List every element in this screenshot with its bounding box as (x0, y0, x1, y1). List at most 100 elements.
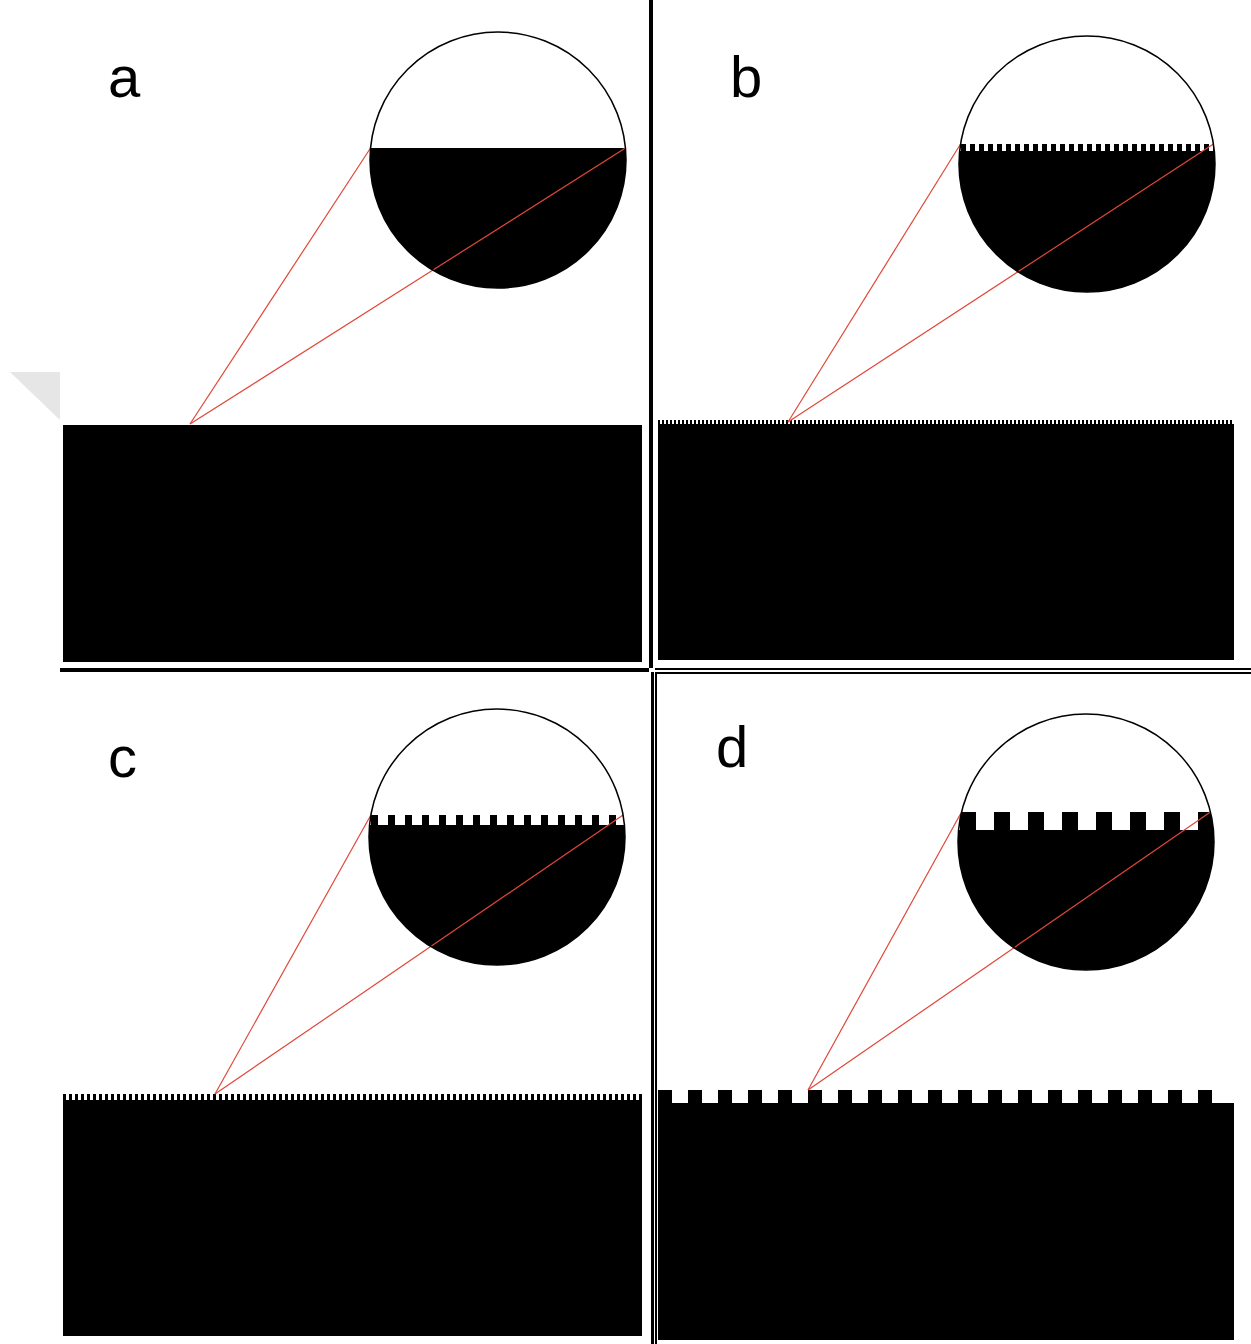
surface-tooth (171, 1094, 174, 1101)
surface-tooth (627, 1094, 630, 1101)
surface-tooth (1138, 1090, 1152, 1104)
surface-tooth (1018, 420, 1020, 425)
surface-tooth (726, 420, 728, 425)
surface-tooth (315, 1094, 318, 1101)
magnified-tooth (1195, 144, 1200, 152)
surface-tooth (195, 1094, 198, 1101)
surface-tooth (1010, 420, 1012, 425)
surface-tooth (105, 1094, 108, 1101)
magnified-block (958, 830, 1214, 972)
surface-tooth (974, 420, 976, 425)
surface-tooth (762, 420, 764, 425)
magnified-tooth (405, 815, 412, 826)
surface-tooth (1006, 420, 1008, 425)
surface-tooth (1142, 420, 1144, 425)
surface-tooth (970, 420, 972, 425)
surface-tooth (531, 1094, 534, 1101)
surface-tooth (615, 1094, 618, 1101)
surface-tooth (810, 420, 812, 425)
magnified-tooth (1069, 144, 1074, 152)
zoom-line (190, 148, 371, 424)
surface-tooth (207, 1094, 210, 1101)
surface-tooth (730, 420, 732, 425)
surface-tooth (1222, 420, 1224, 425)
divider (655, 672, 657, 1344)
surface-tooth (327, 1094, 330, 1101)
magnified-tooth (439, 815, 446, 826)
magnified-tooth (1168, 144, 1173, 152)
surface-tooth (718, 420, 720, 425)
surface-tooth (890, 420, 892, 425)
surface-tooth (670, 420, 672, 425)
magnified-tooth (1186, 144, 1191, 152)
divider (655, 672, 1251, 674)
surface-tooth (738, 420, 740, 425)
surface-tooth (1114, 420, 1116, 425)
surface-tooth (1126, 420, 1128, 425)
surface-tooth (842, 420, 844, 425)
surface-tooth (994, 420, 996, 425)
surface-tooth (1154, 420, 1156, 425)
surface-tooth (718, 1090, 732, 1104)
magnified-tooth (994, 812, 1010, 831)
magnified-block (370, 148, 626, 290)
magnified-tooth (1033, 144, 1038, 152)
surface-tooth (794, 420, 796, 425)
surface-tooth (567, 1094, 570, 1101)
surface-tooth (898, 420, 900, 425)
surface-tooth (1162, 420, 1164, 425)
surface-tooth (930, 420, 932, 425)
surface-tooth (501, 1094, 504, 1101)
surface-tooth (561, 1094, 564, 1101)
magnified-tooth (979, 144, 984, 152)
surface-tooth (1182, 420, 1184, 425)
surface-tooth (123, 1094, 126, 1101)
surface-tooth (1078, 420, 1080, 425)
surface-tooth (986, 420, 988, 425)
surface-tooth (573, 1094, 576, 1101)
divider (649, 0, 653, 668)
surface-tooth (225, 1094, 228, 1101)
surface-tooth (982, 420, 984, 425)
surface-tooth (688, 1090, 702, 1104)
surface-tooth (1054, 420, 1056, 425)
surface-tooth (1198, 420, 1200, 425)
surface-tooth (1214, 420, 1216, 425)
surface-tooth (1206, 420, 1208, 425)
surface-tooth (1074, 420, 1076, 425)
surface-tooth (770, 420, 772, 425)
surface-tooth (399, 1094, 402, 1101)
surface-tooth (1106, 420, 1108, 425)
magnified-tooth (960, 812, 976, 831)
magnified-tooth (1096, 144, 1101, 152)
magnifier-circle (369, 709, 625, 965)
magnified-tooth (970, 144, 975, 152)
surface-tooth (934, 420, 936, 425)
surface-tooth (926, 420, 928, 425)
surface-tooth (537, 1094, 540, 1101)
surface-tooth (339, 1094, 342, 1101)
corner-mark (10, 372, 60, 420)
surface-tooth (267, 1094, 270, 1101)
surface-tooth (914, 420, 916, 425)
surface-tooth (686, 420, 688, 425)
surface-tooth (1138, 420, 1140, 425)
magnified-view (369, 815, 625, 967)
surface-tooth (147, 1094, 150, 1101)
surface-tooth (441, 1094, 444, 1101)
surface-tooth (1078, 1090, 1092, 1104)
surface-tooth (321, 1094, 324, 1101)
surface-tooth (1086, 420, 1088, 425)
magnifier-circle (958, 714, 1214, 970)
surface-tooth (273, 1094, 276, 1101)
surface-tooth (153, 1094, 156, 1101)
surface-tooth (1134, 420, 1136, 425)
magnified-tooth (961, 144, 966, 152)
zoom-line (788, 144, 1213, 422)
surface-tooth (802, 420, 804, 425)
surface-tooth (830, 420, 832, 425)
surface-tooth (910, 420, 912, 425)
surface-tooth (758, 420, 760, 425)
surface-tooth (814, 420, 816, 425)
surface-tooth (874, 420, 876, 425)
